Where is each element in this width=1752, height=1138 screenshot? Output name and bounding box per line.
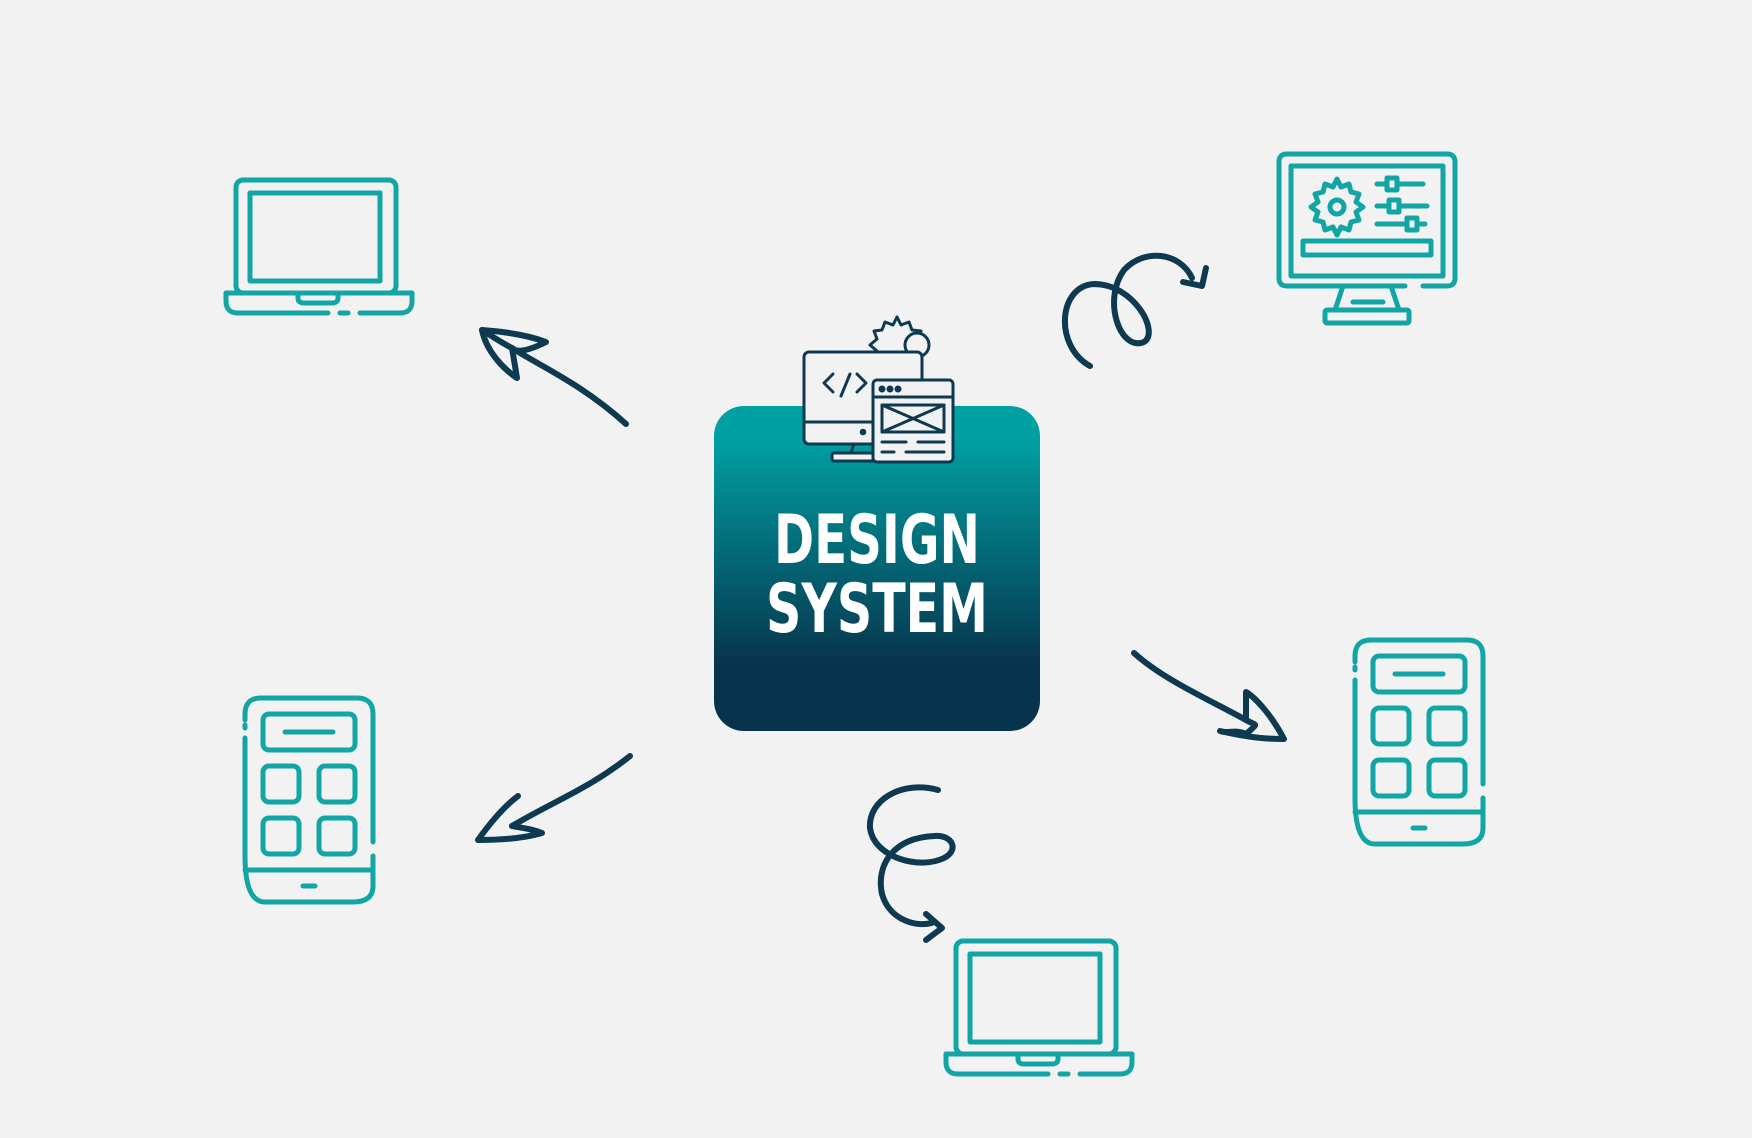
arrow-to-right [1131,650,1287,742]
arrow-to-top-left [479,327,629,427]
arrow-to-left [475,753,633,843]
design-system-box: DESIGN SYSTEM [714,406,1040,731]
smartphone-app-grid-icon [1352,637,1486,847]
laptop-icon [943,938,1135,1077]
laptop-icon [223,177,415,316]
monitor-settings-icon [1276,151,1458,326]
smartphone-app-grid-icon [242,695,376,905]
title-line-1: DESIGN [774,501,980,580]
loop-arrow-to-top-right [1062,252,1209,369]
title-line-2: SYSTEM [766,570,988,649]
code-and-wireframe-devices-with-gear-icon [802,315,955,464]
loop-arrow-to-bottom [866,784,956,943]
